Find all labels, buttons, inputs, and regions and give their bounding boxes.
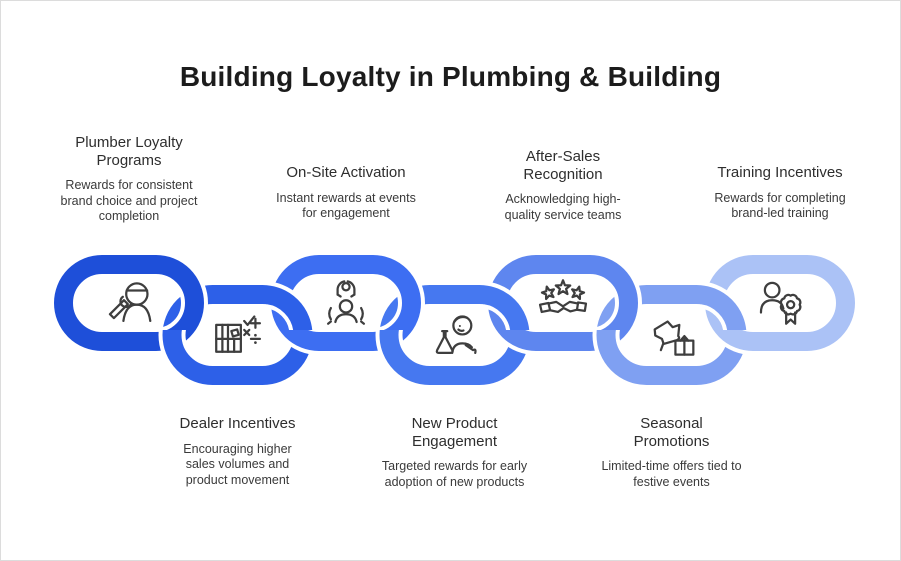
item-heading: New Product Engagement bbox=[411, 415, 498, 450]
item-description: Encouraging higher sales volumes and pro… bbox=[183, 441, 292, 487]
person-flask-icon bbox=[435, 315, 477, 355]
plumber-wrench-icon bbox=[108, 282, 152, 323]
item-block-dealer-incentives: Dealer Incentives Encouraging higher sal… bbox=[150, 415, 325, 488]
claw-person-icon bbox=[326, 280, 366, 325]
stars-handshake-icon bbox=[538, 279, 588, 314]
chain-link-weave bbox=[375, 278, 425, 330]
item-heading: Training Incentives bbox=[717, 164, 843, 181]
item-description: Targeted rewards for early adoption of n… bbox=[381, 459, 528, 489]
megaphone-gift-icon bbox=[653, 320, 695, 356]
item-description: Rewards for consistent brand choice and … bbox=[60, 178, 198, 224]
item-heading: On-Site Activation bbox=[286, 164, 406, 181]
chain-link-weave bbox=[158, 278, 208, 330]
item-description: Limited-time offers tied to festive even… bbox=[601, 459, 742, 489]
item-block-after-sales-recognition: After-Sales Recognition Acknowledging hi… bbox=[468, 148, 658, 223]
item-block-new-product-engagement: New Product Engagement Targeted rewards … bbox=[367, 415, 542, 490]
item-block-training-incentives: Training Incentives Rewards for completi… bbox=[685, 164, 875, 222]
item-block-on-site-activation: On-Site Activation Instant rewards at ev… bbox=[251, 164, 441, 222]
person-award-icon bbox=[759, 281, 802, 325]
item-description: Rewards for completing brand-led trainin… bbox=[714, 190, 846, 221]
shelf-math-icon bbox=[215, 315, 262, 353]
chain-link-weave bbox=[592, 278, 642, 330]
item-description: Instant rewards at events for engagement bbox=[276, 190, 416, 221]
item-heading: After-Sales Recognition bbox=[523, 148, 603, 183]
item-block-seasonal-promotions: Seasonal Promotions Limited-time offers … bbox=[584, 415, 759, 490]
item-heading: Plumber Loyalty Programs bbox=[75, 134, 183, 169]
item-description: Acknowledging high-quality service teams bbox=[504, 192, 622, 222]
item-heading: Seasonal Promotions bbox=[633, 415, 710, 450]
item-block-plumber-loyalty-programs: Plumber Loyalty Programs Rewards for con… bbox=[34, 134, 224, 225]
page-title: Building Loyalty in Plumbing & Building bbox=[179, 61, 722, 92]
item-heading: Dealer Incentives bbox=[179, 415, 296, 432]
